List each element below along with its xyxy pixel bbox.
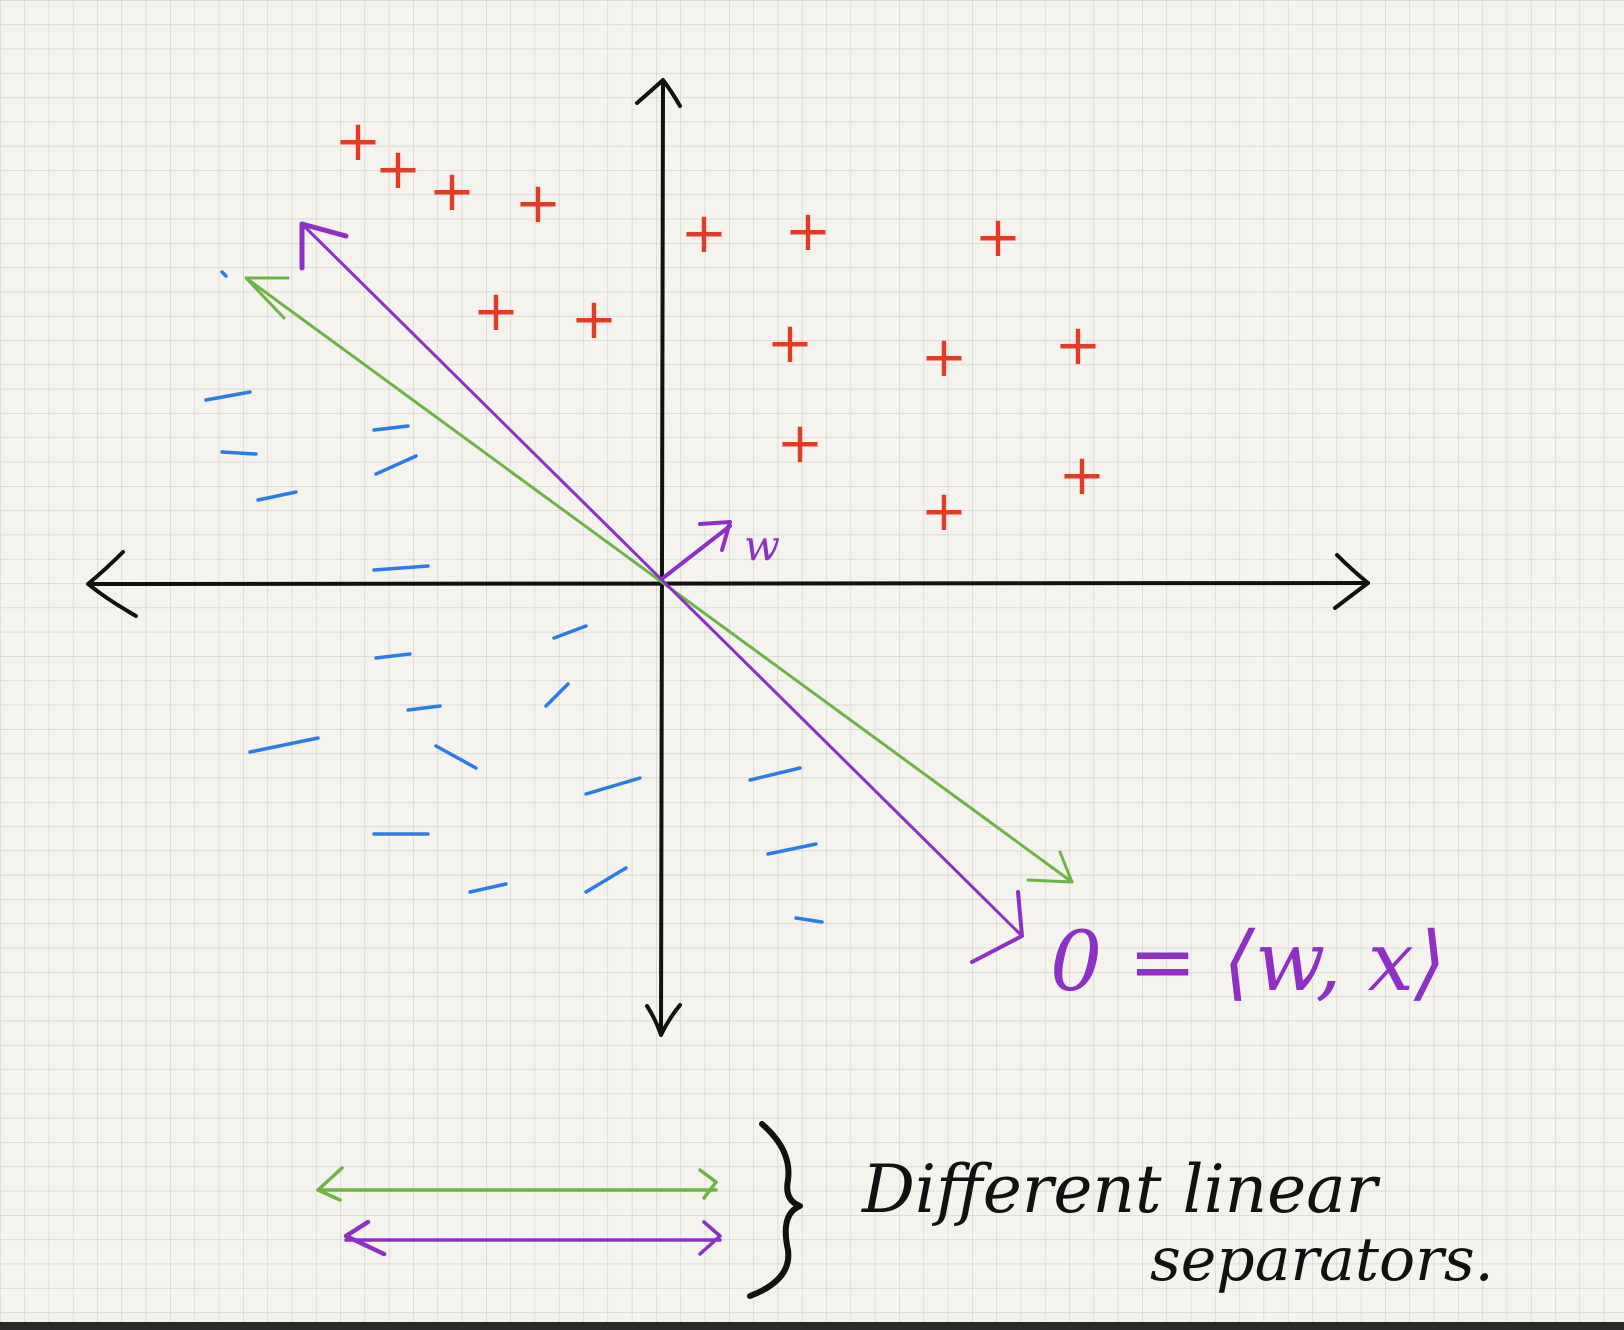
separator-purple-end-arrowhead-icon <box>970 890 1024 964</box>
positive-point: + <box>1055 313 1102 378</box>
positive-point: + <box>429 159 476 224</box>
positive-point: + <box>975 205 1022 270</box>
negative-point <box>256 490 298 502</box>
separator-green-end-arrowhead-icon <box>1026 850 1074 884</box>
note-line-1: Different linear <box>861 1151 1381 1228</box>
x-axis-right-arrowhead-icon <box>1333 553 1370 610</box>
axes <box>86 78 1370 1037</box>
positive-point: + <box>921 479 968 544</box>
legend-green-right-arrowhead-icon <box>698 1168 718 1200</box>
bottom-edge-bar <box>0 1322 1624 1330</box>
negative-point <box>584 776 642 796</box>
negative-point <box>794 916 824 924</box>
separator-green <box>244 276 1074 884</box>
negative-point <box>748 766 802 782</box>
x-axis <box>86 581 1370 586</box>
x-axis-left-arrowhead-icon <box>86 550 138 618</box>
positive-point: + <box>767 311 814 376</box>
negative-point <box>372 424 410 432</box>
weight-vector-arrowhead-icon <box>698 520 732 552</box>
separator-purple <box>299 221 1024 964</box>
note-line-2: separators. <box>1150 1225 1494 1295</box>
weight-label: w <box>744 521 780 570</box>
legend-separator-green <box>316 1166 718 1202</box>
negative-point <box>584 866 628 894</box>
positive-point: + <box>375 137 422 202</box>
legend-purple-right-arrowhead-icon <box>698 1220 722 1256</box>
negative-point <box>372 564 430 572</box>
positive-point: + <box>515 171 562 236</box>
separator-green-start-arrowhead-icon <box>244 276 290 320</box>
negative-points <box>204 270 824 924</box>
y-axis <box>659 80 665 1034</box>
positive-points: +++++++++++++++ <box>335 109 1106 544</box>
positive-point: + <box>571 287 618 352</box>
negative-point <box>406 704 442 712</box>
y-axis-bottom-arrowhead-icon <box>645 1003 682 1037</box>
negative-point <box>220 450 258 456</box>
positive-point: + <box>921 325 968 390</box>
separator-purple-start-arrowhead-icon <box>299 221 349 271</box>
separator-green-line <box>244 276 1074 884</box>
positive-point: + <box>681 201 728 266</box>
negative-point <box>544 682 570 708</box>
weight-vector <box>661 520 732 580</box>
negative-point <box>468 882 508 894</box>
negative-point <box>552 624 588 640</box>
negative-point <box>220 270 228 278</box>
negative-point <box>374 652 412 660</box>
y-axis-top-arrowhead-icon <box>635 78 682 108</box>
positive-point: + <box>335 109 382 174</box>
positive-point: + <box>777 411 824 476</box>
negative-point <box>204 390 252 402</box>
positive-point: + <box>1059 443 1106 508</box>
positive-point: + <box>473 279 520 344</box>
negative-point <box>374 454 418 476</box>
negative-point <box>248 736 320 754</box>
negative-point <box>434 744 478 770</box>
legend-separator-purple <box>343 1219 722 1257</box>
separator-purple-line <box>300 222 1024 938</box>
positive-point: + <box>785 199 832 264</box>
decision-boundary-equation: 0 = ⟨w, x⟩ <box>1050 915 1446 1010</box>
legend-green-left-arrowhead-icon <box>316 1166 344 1202</box>
curly-brace-icon <box>747 1121 803 1299</box>
negative-point <box>766 842 818 856</box>
legend-purple-left-arrowhead-icon <box>343 1219 387 1257</box>
weight-vector-line <box>661 524 732 580</box>
